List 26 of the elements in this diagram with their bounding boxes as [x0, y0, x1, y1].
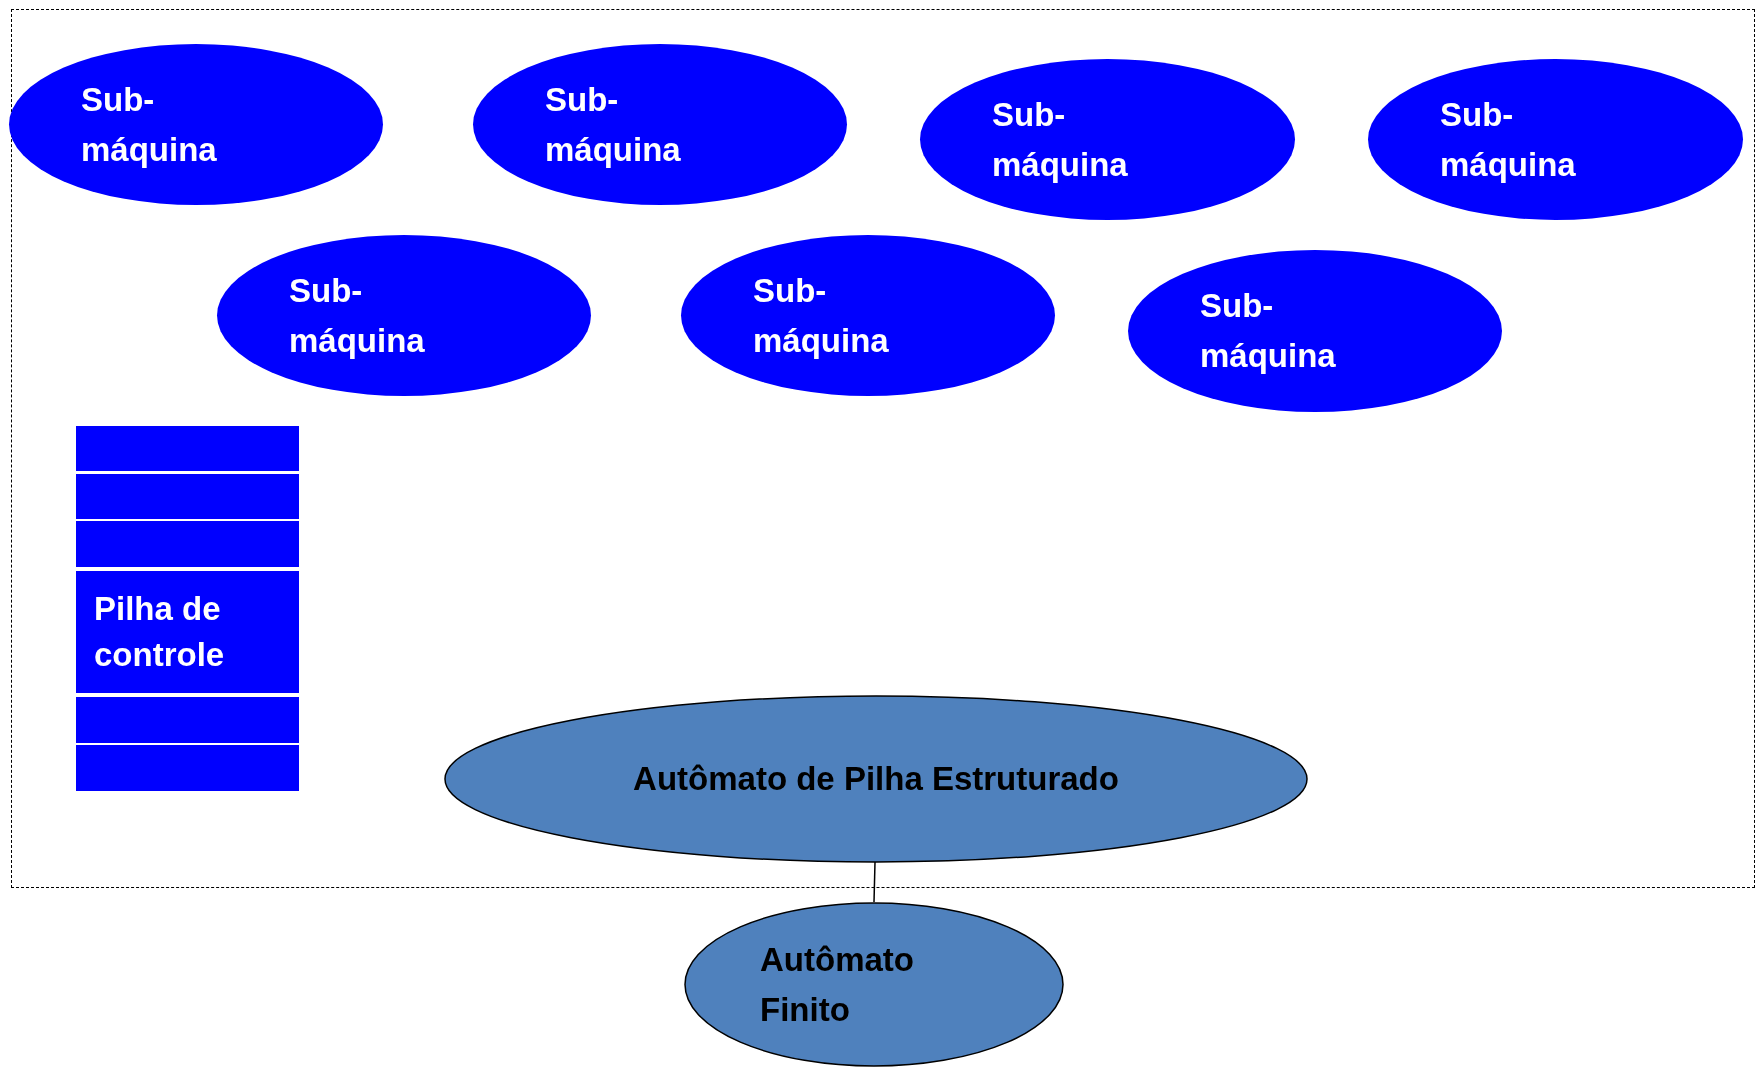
submachine-ellipse — [1127, 249, 1503, 413]
stack-cell — [76, 745, 299, 791]
node-label: Sub- máquina — [992, 94, 1129, 185]
node-label: Sub- máquina — [545, 79, 682, 170]
stack-cell — [76, 426, 299, 471]
node-label: Sub- máquina — [753, 270, 890, 361]
submachine-ellipse — [1367, 58, 1744, 221]
node-label: Sub- máquina — [289, 270, 426, 361]
connector-line — [873, 861, 876, 903]
submachine-ellipse — [216, 234, 592, 397]
stack-cell — [76, 474, 299, 519]
stack-cell — [76, 521, 299, 567]
node-label: Autômato de Pilha Estruturado — [633, 759, 1119, 799]
automaton-ellipse — [684, 902, 1064, 1067]
stack-cell: Pilha de controle — [76, 571, 299, 693]
submachine-ellipse — [472, 43, 848, 206]
node-label: Autômato Finito — [760, 939, 915, 1030]
automaton-ellipse — [444, 695, 1308, 863]
submachine-ellipse — [8, 43, 384, 206]
dashed-boundary — [11, 9, 1755, 888]
node-label: Sub- máquina — [81, 79, 218, 170]
stack-cell — [76, 697, 299, 743]
node-label: Sub- máquina — [1200, 286, 1337, 376]
node-label: Sub- máquina — [1440, 94, 1577, 185]
submachine-ellipse — [919, 58, 1296, 221]
submachine-ellipse — [680, 234, 1056, 397]
